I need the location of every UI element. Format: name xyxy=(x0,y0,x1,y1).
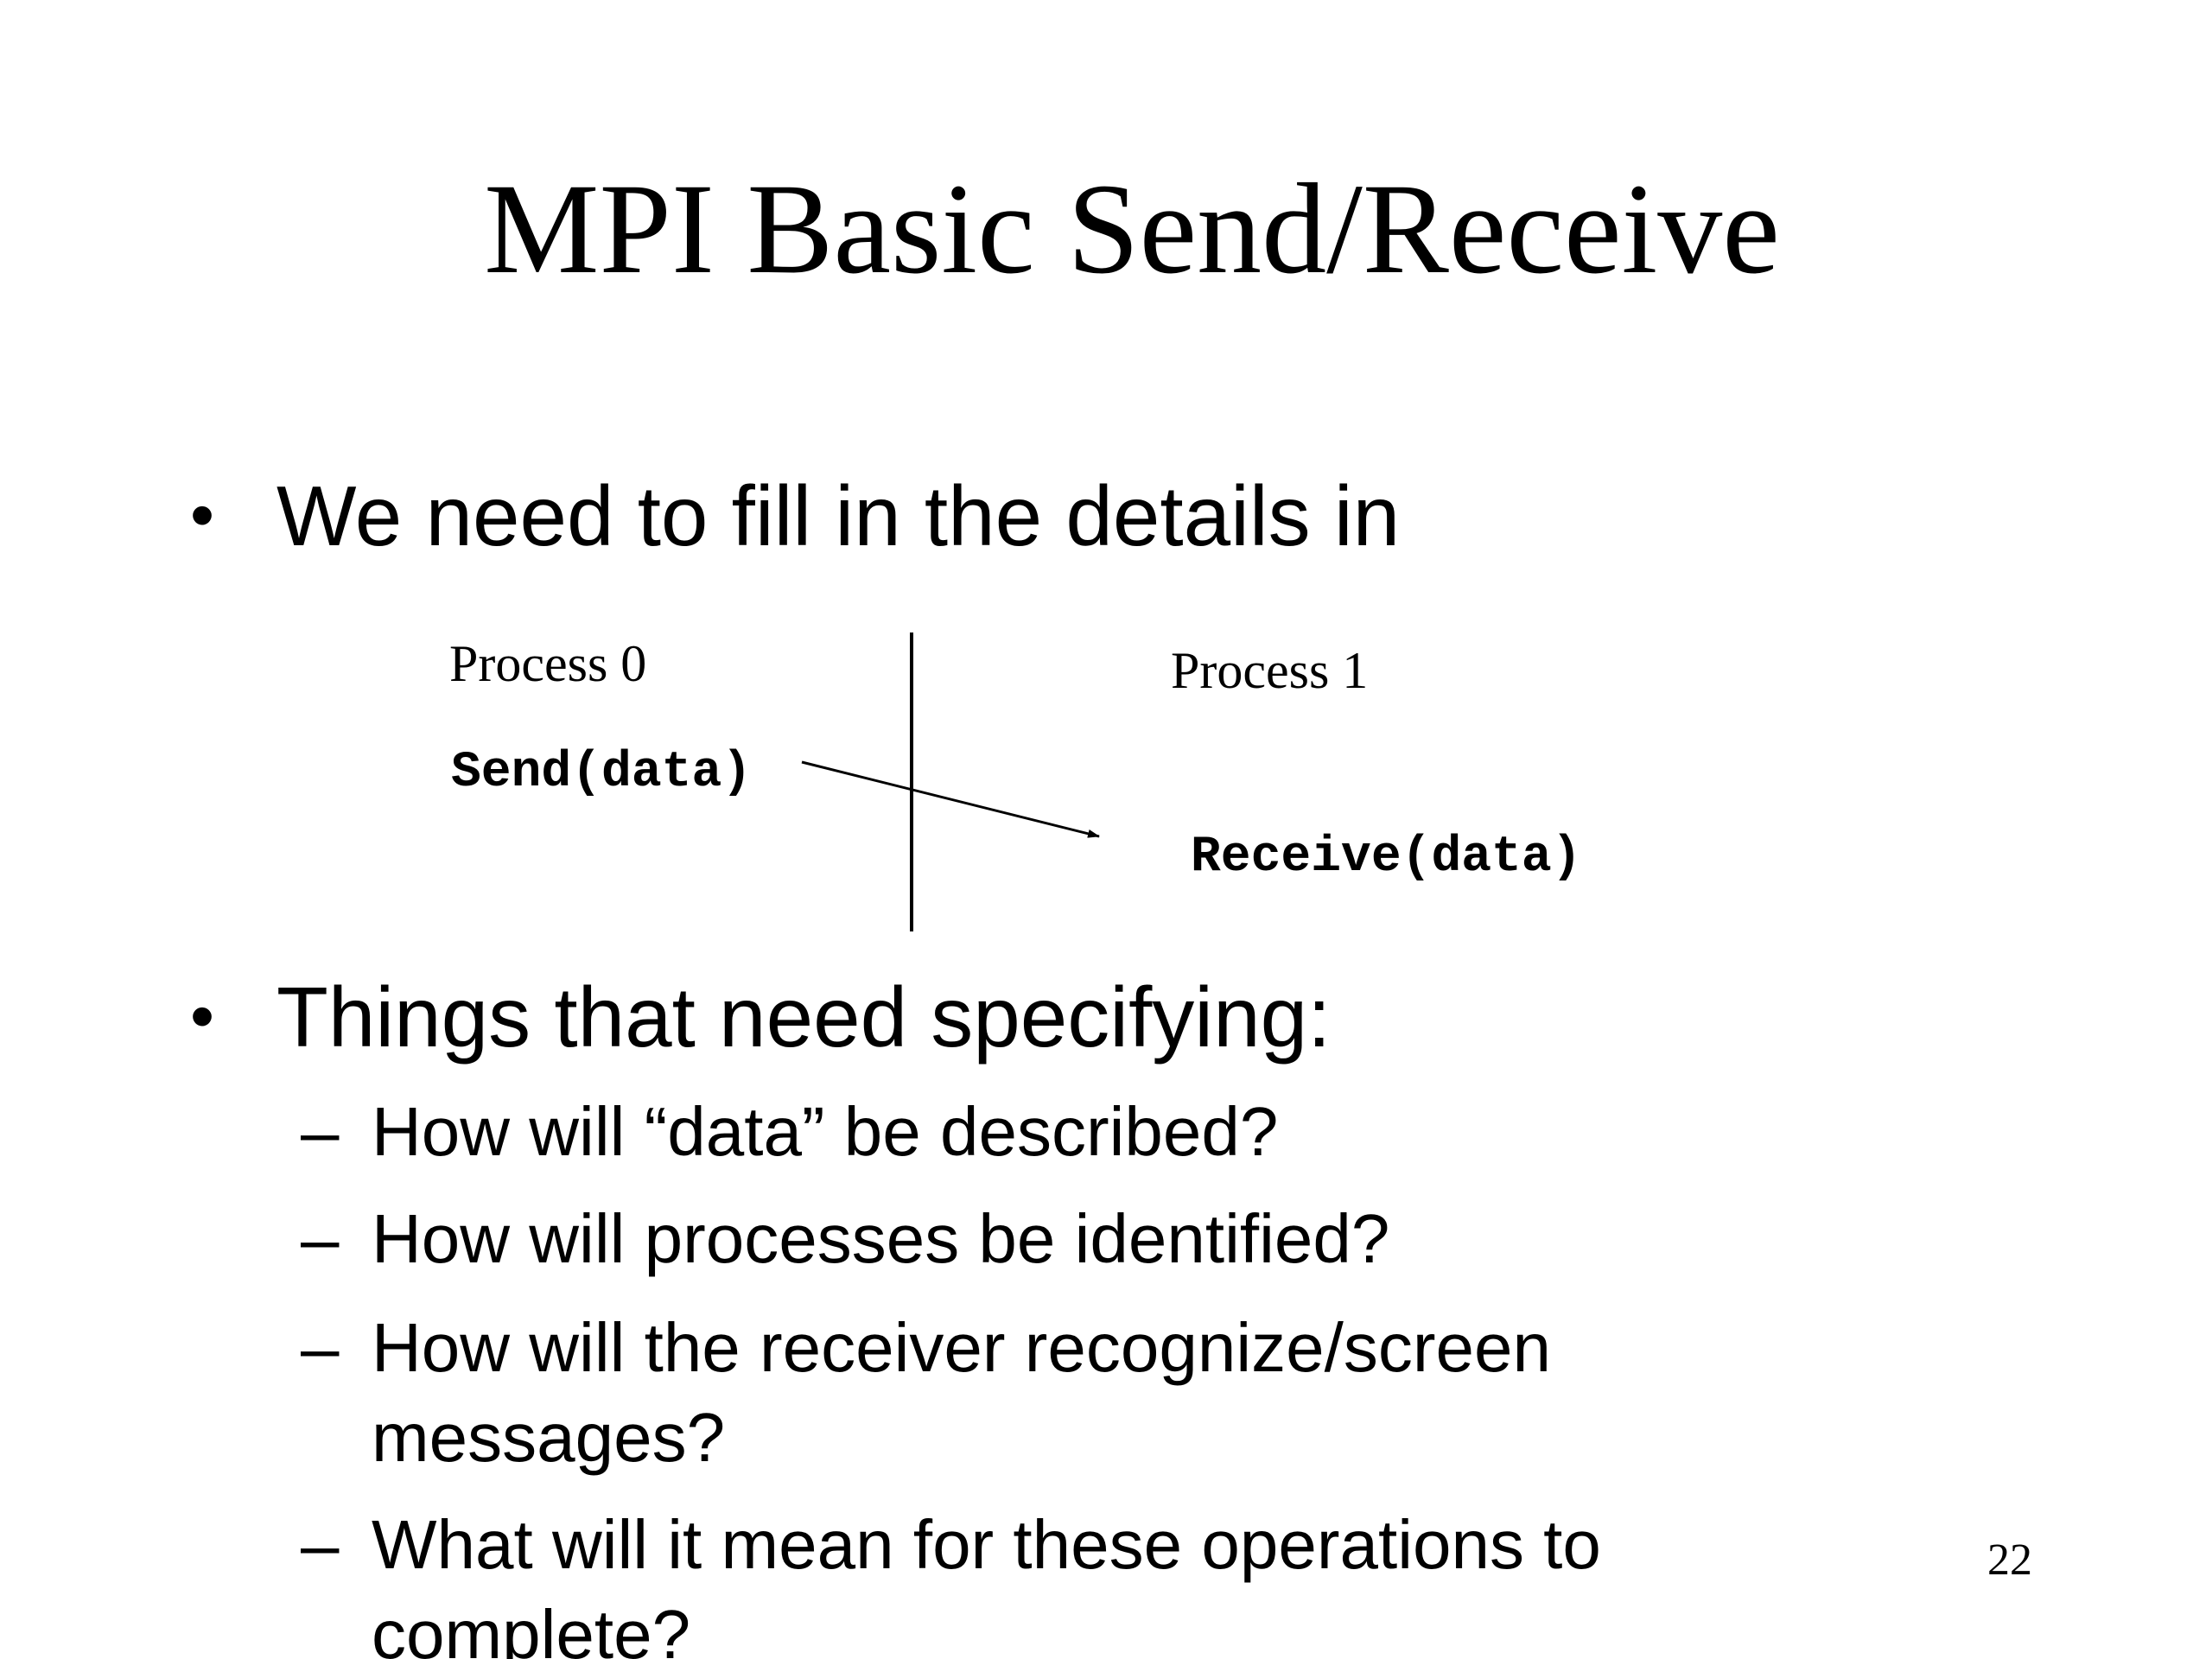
message-arrow xyxy=(801,760,1100,838)
sub-item-line: What will it mean for these operations t… xyxy=(372,1506,1601,1583)
bullet-text: We need to fill in the details in xyxy=(276,468,1401,563)
slide-title: MPI Basic Send/Receive xyxy=(484,157,1780,301)
sub-item-line: How will processes be identified? xyxy=(372,1200,1390,1277)
bullet-marker: • xyxy=(190,977,215,1054)
sub-item-marker: – xyxy=(301,1309,340,1386)
sub-item-marker: – xyxy=(301,1093,340,1170)
bullet-text: Things that need specifying: xyxy=(276,969,1332,1065)
process-0-label: Process 0 xyxy=(449,635,647,692)
sub-item-line: messages? xyxy=(372,1399,726,1476)
sub-item-line: How will the receiver recognize/screen xyxy=(372,1309,1551,1386)
process-1-label: Process 1 xyxy=(1171,642,1369,699)
bullet-marker: • xyxy=(190,476,215,553)
page-number: 22 xyxy=(1987,1535,2032,1585)
sub-item-line: complete? xyxy=(372,1596,691,1659)
send-label: Send(data) xyxy=(451,745,753,801)
sub-item-line: How will “data” be described? xyxy=(372,1093,1279,1170)
sub-item-marker: – xyxy=(301,1200,340,1277)
receive-label: Receive(data) xyxy=(1191,830,1582,886)
sub-item-marker: – xyxy=(301,1506,340,1583)
